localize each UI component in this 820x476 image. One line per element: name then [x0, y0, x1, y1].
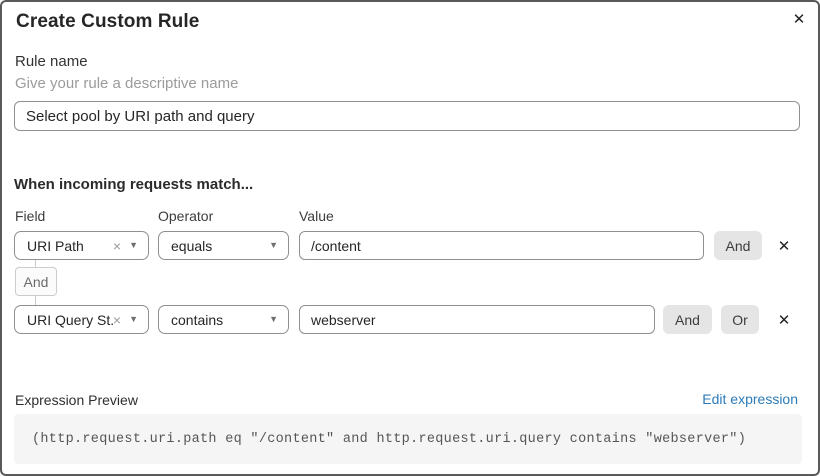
field-select-row2-value: URI Query St... [27, 311, 113, 328]
field-select-row1[interactable]: URI Path × ▼ [14, 231, 149, 260]
rule-name-helper: Give your rule a descriptive name [15, 75, 239, 92]
and-button-row2[interactable]: And [663, 305, 712, 334]
operator-select-row2[interactable]: contains ▼ [158, 305, 289, 334]
column-label-operator: Operator [158, 208, 214, 224]
column-label-value: Value [299, 208, 334, 224]
connector-line-bottom [35, 296, 36, 305]
clear-icon[interactable]: × [112, 311, 122, 328]
rule-name-label: Rule name [15, 53, 88, 70]
value-input-row1[interactable] [299, 231, 704, 260]
or-button-row2[interactable]: Or [721, 305, 759, 334]
chevron-down-icon: ▼ [129, 240, 138, 250]
column-label-field: Field [15, 208, 46, 224]
close-icon[interactable]: ✕ [792, 11, 806, 28]
operator-select-row2-value: contains [171, 311, 224, 328]
edit-expression-link[interactable]: Edit expression [702, 391, 798, 407]
operator-select-row1[interactable]: equals ▼ [158, 231, 289, 260]
chevron-down-icon: ▼ [269, 240, 278, 250]
connector-line-top [35, 260, 36, 268]
dialog-title: Create Custom Rule [16, 11, 200, 32]
value-input-row2[interactable] [299, 305, 655, 334]
remove-row1-icon[interactable]: ✕ [777, 237, 791, 255]
field-select-row2[interactable]: URI Query St... × ▼ [14, 305, 149, 334]
and-button-row1[interactable]: And [714, 231, 762, 260]
field-select-row1-value: URI Path [27, 237, 84, 254]
expression-code-box: (http.request.uri.path eq "/content" and… [14, 414, 802, 464]
clear-icon[interactable]: × [112, 237, 122, 254]
operator-select-row1-value: equals [171, 237, 213, 254]
remove-row2-icon[interactable]: ✕ [777, 311, 791, 329]
chevron-down-icon: ▼ [129, 314, 138, 324]
expression-text: (http.request.uri.path eq "/content" and… [32, 431, 747, 447]
chevron-down-icon: ▼ [269, 314, 278, 324]
connector-and-badge[interactable]: And [15, 267, 57, 296]
expression-preview-label: Expression Preview [15, 392, 138, 408]
rule-name-input[interactable] [14, 101, 800, 131]
match-heading: When incoming requests match... [14, 176, 254, 193]
